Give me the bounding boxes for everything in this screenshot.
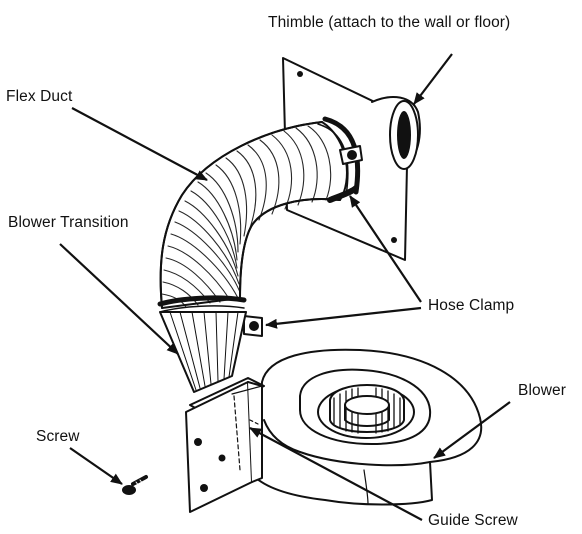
blower-label: Blower — [518, 382, 566, 400]
flex-duct-arrow — [72, 108, 207, 180]
thimble-label: Thimble (attach to the wall or floor) — [268, 14, 510, 32]
flex-duct-label: Flex Duct — [6, 88, 72, 106]
thimble-arrow — [414, 54, 452, 104]
blower-wheel — [330, 385, 404, 433]
screw-arrow — [70, 448, 122, 484]
screw — [122, 477, 146, 495]
outlet-flange — [186, 378, 264, 512]
hose-clamp-arrow-lower — [266, 308, 421, 325]
hose-clamp-label: Hose Clamp — [428, 297, 514, 315]
guide-screw-label: Guide Screw — [428, 512, 518, 530]
blower-transition-arrow — [60, 244, 178, 354]
blower-transition-label: Blower Transition — [8, 214, 129, 232]
blower-transition — [160, 312, 246, 392]
screw-label: Screw — [36, 428, 80, 446]
